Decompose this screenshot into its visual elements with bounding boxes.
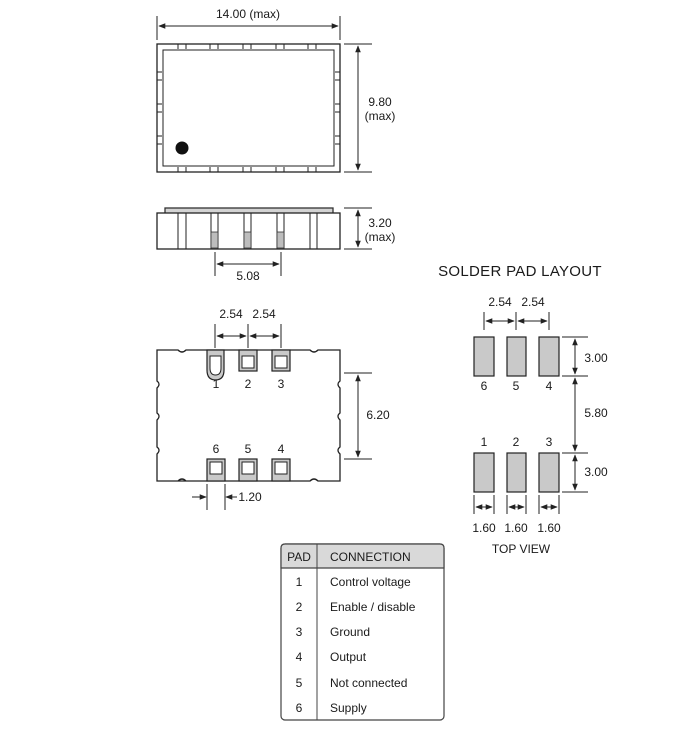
height-dimension-note: (max) bbox=[365, 109, 396, 123]
side-view-pad bbox=[243, 231, 252, 249]
solder-layout-title: SOLDER PAD LAYOUT bbox=[438, 263, 602, 280]
height-dimension-value: 9.80 bbox=[368, 95, 392, 109]
solder-pad-4 bbox=[538, 336, 560, 377]
table-cell-pad: 2 bbox=[296, 600, 303, 614]
bottom-view: 1 2 3 6 5 4 2.54 2.54 6.20 1.20 bbox=[156, 307, 390, 510]
bottom-pin-label: 4 bbox=[278, 442, 285, 456]
solder-pad-height-bottom: 3.00 bbox=[584, 465, 608, 479]
bottom-pin-label: 6 bbox=[213, 442, 220, 456]
width-dimension-label: 14.00 (max) bbox=[216, 7, 280, 21]
bottom-pitch-b: 2.54 bbox=[252, 307, 276, 321]
solder-pad-height-top: 3.00 bbox=[584, 351, 608, 365]
solder-pad-3 bbox=[538, 452, 560, 493]
bottom-pin-label: 3 bbox=[278, 377, 285, 391]
solder-pad-layout: SOLDER PAD LAYOUT 2.54 2.54 6 5 4 1 2 3 … bbox=[438, 263, 608, 556]
solder-pad-width: 1.60 bbox=[472, 521, 496, 535]
solder-pin-label: 6 bbox=[481, 379, 488, 393]
bottom-pin-label: 2 bbox=[245, 377, 252, 391]
bottom-pin-label: 5 bbox=[245, 442, 252, 456]
top-view-castellations bbox=[157, 44, 340, 172]
table-cell-pad: 3 bbox=[296, 625, 303, 639]
solder-pin-label: 5 bbox=[513, 379, 520, 393]
side-height-value: 3.20 bbox=[368, 216, 392, 230]
pad-connection-table: PAD CONNECTION 1 Control voltage 2 Enabl… bbox=[280, 543, 445, 721]
side-view-pad bbox=[210, 231, 219, 249]
table-row: 5 Not connected bbox=[296, 676, 408, 690]
solder-pitch-a: 2.54 bbox=[488, 295, 512, 309]
table-row: 4 Output bbox=[296, 650, 367, 664]
row-spacing-label: 6.20 bbox=[366, 408, 390, 422]
solder-pad-width: 1.60 bbox=[537, 521, 561, 535]
pad-width-label: 1.20 bbox=[238, 490, 262, 504]
solder-pad-width: 1.60 bbox=[504, 521, 528, 535]
pad-span-label: 5.08 bbox=[236, 269, 260, 283]
table-header-connection: CONNECTION bbox=[330, 550, 411, 564]
bottom-view-body bbox=[156, 349, 341, 482]
bottom-pin-label: 1 bbox=[213, 377, 220, 391]
table-cell-pad: 6 bbox=[296, 701, 303, 715]
solder-pad-2 bbox=[506, 452, 527, 493]
side-view: 3.20 (max) 5.08 bbox=[156, 207, 396, 283]
solder-gap: 5.80 bbox=[584, 406, 608, 420]
solder-pin-label: 3 bbox=[546, 435, 553, 449]
table-cell-connection: Ground bbox=[330, 625, 370, 639]
table-row: 6 Supply bbox=[296, 701, 367, 715]
solder-pad-5 bbox=[506, 336, 527, 377]
table-cell-connection: Control voltage bbox=[330, 575, 411, 589]
side-height-note: (max) bbox=[365, 230, 396, 244]
table-cell-pad: 5 bbox=[296, 676, 303, 690]
table-row: 3 Ground bbox=[296, 625, 370, 639]
side-view-pad bbox=[276, 231, 285, 249]
top-view: 14.00 (max) 9.80 (max) bbox=[156, 7, 396, 173]
table-cell-connection: Output bbox=[330, 650, 367, 664]
solder-pin-label: 2 bbox=[513, 435, 520, 449]
top-view-lid bbox=[162, 49, 335, 167]
solder-pad-1 bbox=[473, 452, 495, 493]
solder-pitch-b: 2.54 bbox=[521, 295, 545, 309]
bottom-pitch-a: 2.54 bbox=[219, 307, 243, 321]
table-row: 1 Control voltage bbox=[296, 575, 411, 589]
table-cell-pad: 1 bbox=[296, 575, 303, 589]
solder-layout-caption: TOP VIEW bbox=[492, 542, 551, 556]
table-cell-connection: Supply bbox=[330, 701, 367, 715]
table-cell-pad: 4 bbox=[296, 650, 303, 664]
solder-pin-label: 1 bbox=[481, 435, 488, 449]
table-cell-connection: Not connected bbox=[330, 676, 407, 690]
table-row: 2 Enable / disable bbox=[296, 600, 416, 614]
solder-pad-6 bbox=[473, 336, 495, 377]
solder-pin-label: 4 bbox=[546, 379, 553, 393]
table-header-pad: PAD bbox=[287, 550, 311, 564]
table-cell-connection: Enable / disable bbox=[330, 600, 416, 614]
pin1-indicator-dot bbox=[175, 141, 189, 155]
